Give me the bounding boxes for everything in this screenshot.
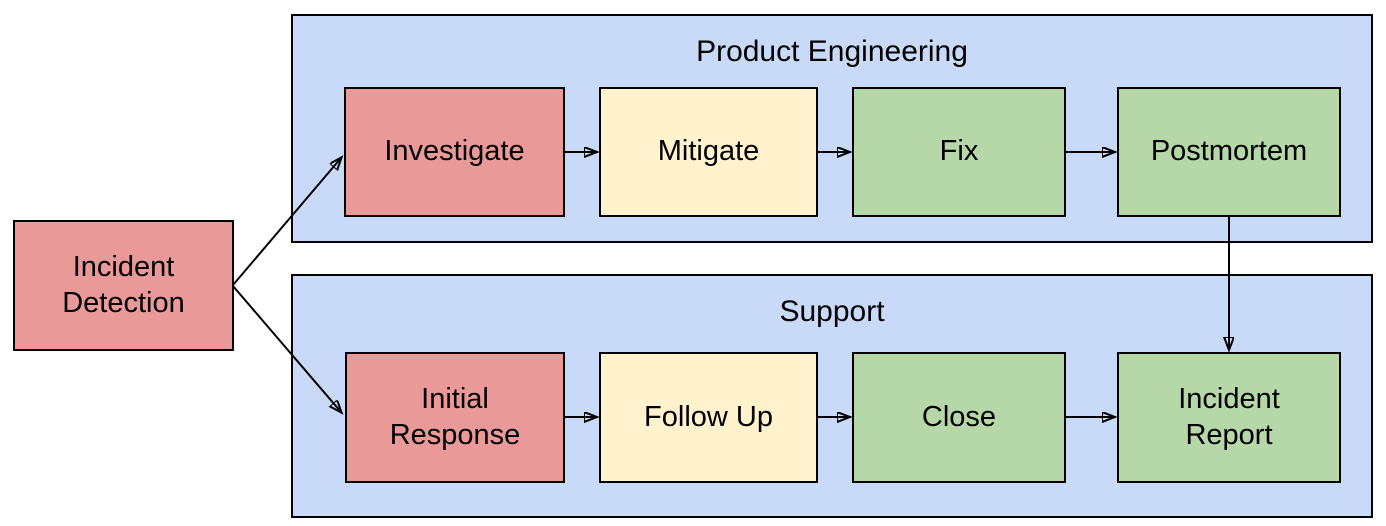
node-close: Close (852, 352, 1066, 483)
node-initial-response: Initial Response (345, 352, 565, 483)
node-postmortem: Postmortem (1117, 87, 1341, 217)
node-investigate: Investigate (344, 87, 565, 217)
lane-title-support: Support (779, 295, 885, 328)
node-fix: Fix (852, 87, 1066, 217)
node-mitigate: Mitigate (599, 87, 818, 217)
lane-title-product-engineering: Product Engineering (696, 35, 968, 68)
node-follow-up: Follow Up (599, 352, 818, 483)
node-incident-detection: Incident Detection (13, 220, 234, 351)
node-incident-report: Incident Report (1117, 352, 1341, 483)
